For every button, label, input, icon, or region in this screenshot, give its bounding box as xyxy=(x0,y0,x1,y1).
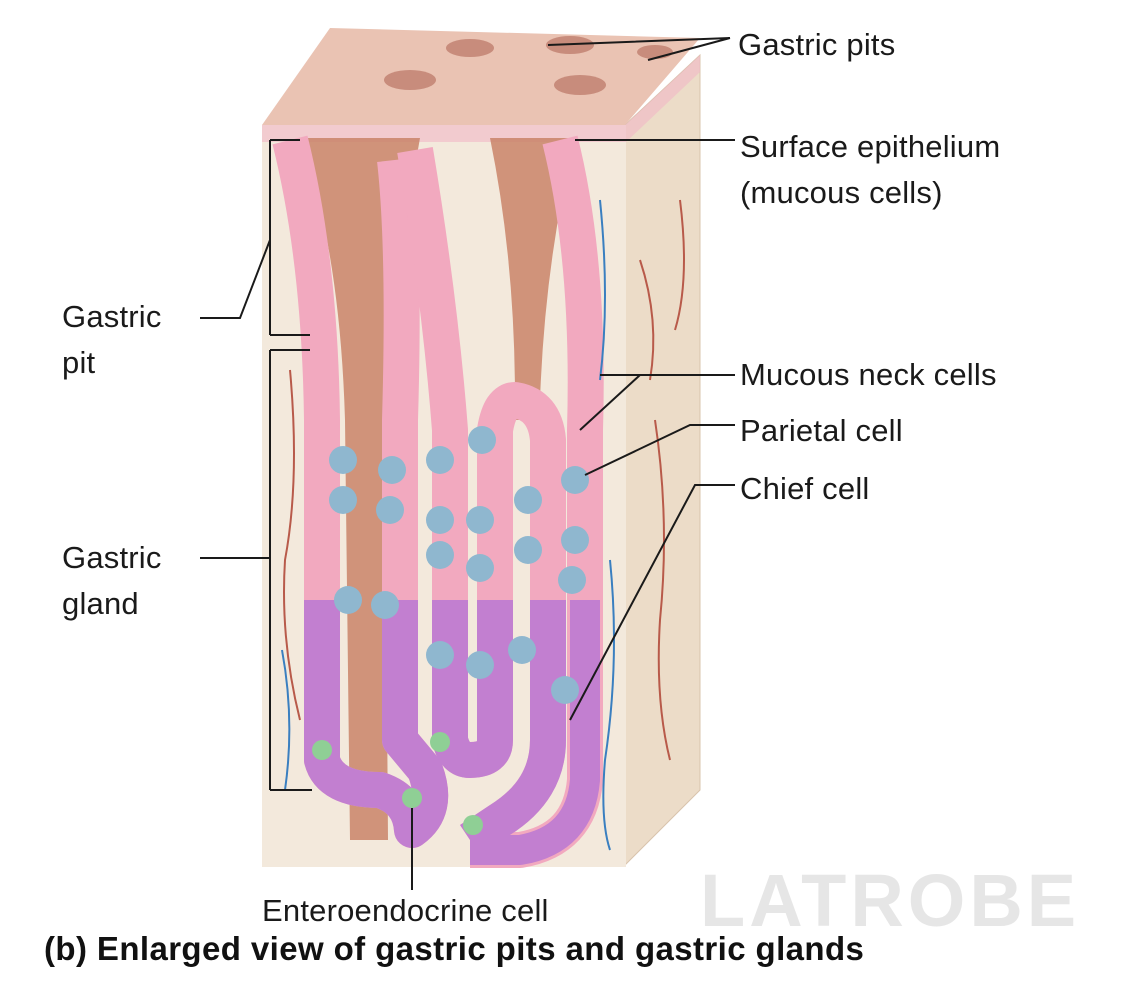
block-top-surface xyxy=(262,28,700,125)
surface-pit xyxy=(384,70,436,90)
leader-gastric-pits xyxy=(547,37,731,61)
leader-parietal-cell xyxy=(584,424,735,476)
label-mucous-neck-cells: Mucous neck cells xyxy=(740,357,997,392)
surface-pit xyxy=(637,45,673,59)
leader-chief-cell xyxy=(569,484,735,721)
leader-gastric-gland xyxy=(200,349,312,791)
label-gastric-gland: Gastric gland xyxy=(62,540,162,621)
label-gastric-pit: Gastric pit xyxy=(62,299,162,380)
parietal-cells xyxy=(329,426,589,704)
blood-vessels xyxy=(281,199,685,851)
label-parietal-cell: Parietal cell xyxy=(740,413,903,448)
block-right-side xyxy=(624,53,701,867)
label-enteroendocrine-cell: Enteroendocrine cell xyxy=(262,893,549,928)
leader-gastric-pit xyxy=(200,139,310,336)
watermark-logo: LATROBE xyxy=(700,859,1081,942)
label-chief-cell: Chief cell xyxy=(740,471,870,506)
leader-mucous-neck-cells xyxy=(579,374,735,431)
block-top-edge-cells xyxy=(262,55,700,142)
label-gastric-pits: Gastric pits xyxy=(738,27,896,62)
gastric-gland-tubes xyxy=(272,135,604,868)
surface-pit xyxy=(446,39,494,57)
enteroendocrine-cells xyxy=(312,732,483,835)
label-surface-epithelium: Surface epithelium (mucous cells) xyxy=(740,129,1001,210)
gastric-pit-lumen xyxy=(490,138,575,420)
figure-caption: (b) Enlarged view of gastric pits and ga… xyxy=(44,930,865,967)
surface-pit xyxy=(554,75,606,95)
leader-lines xyxy=(200,37,735,890)
